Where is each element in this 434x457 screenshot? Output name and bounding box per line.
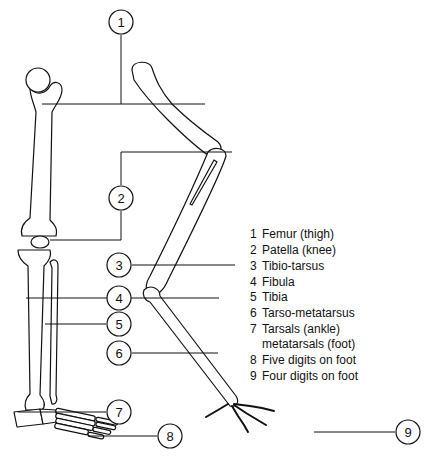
key-number: 3 bbox=[250, 259, 257, 274]
bird-fibula bbox=[190, 160, 217, 205]
bird-toe bbox=[206, 404, 228, 417]
leader-line bbox=[132, 353, 218, 354]
callout-circle: 2 bbox=[108, 185, 134, 211]
callout-circle: 9 bbox=[395, 419, 421, 445]
leader-line bbox=[314, 432, 395, 433]
callout-number: 5 bbox=[115, 318, 122, 331]
key-text: Tarso-metatarsus bbox=[262, 306, 355, 321]
human-fibula bbox=[50, 260, 58, 404]
key-text: Femur (thigh) bbox=[262, 227, 334, 242]
bird-tarsometatarsus bbox=[143, 287, 237, 406]
leader-line bbox=[132, 265, 235, 266]
key-text: Patella (knee) bbox=[262, 243, 336, 258]
bird-tibiotarsus bbox=[146, 149, 226, 296]
key-number: 9 bbox=[250, 369, 257, 384]
leader-line bbox=[121, 152, 232, 185]
callout-number: 7 bbox=[115, 406, 122, 419]
key-text: Tibio-tarsus bbox=[262, 259, 324, 274]
human-femur bbox=[21, 83, 62, 236]
callout-number: 8 bbox=[166, 430, 173, 443]
metatarsal bbox=[54, 423, 88, 435]
callout-circle: 1 bbox=[108, 9, 134, 35]
callout-number: 2 bbox=[117, 192, 124, 205]
key-text: Tarsals (ankle) metatarsals (foot) bbox=[262, 322, 374, 352]
leader-line bbox=[121, 35, 122, 104]
key-number: 8 bbox=[250, 353, 257, 368]
callout-number: 6 bbox=[115, 347, 122, 360]
human-tarsal bbox=[40, 409, 57, 424]
callout-circle: 6 bbox=[106, 340, 132, 366]
key-text: Five digits on foot bbox=[262, 353, 356, 368]
callout-number: 1 bbox=[117, 16, 124, 29]
callout-number: 4 bbox=[115, 292, 122, 305]
callout-circle: 4 bbox=[106, 285, 132, 311]
bird-toe bbox=[234, 405, 266, 425]
key-number: 2 bbox=[250, 243, 257, 258]
key-text: Tibia bbox=[262, 290, 288, 305]
leader-line bbox=[50, 211, 121, 240]
key-number: 4 bbox=[250, 275, 257, 290]
callout-number: 3 bbox=[115, 259, 122, 272]
bird-toe bbox=[232, 406, 248, 432]
leader-line bbox=[88, 436, 157, 437]
key-number: 6 bbox=[250, 306, 257, 321]
key-number: 5 bbox=[250, 290, 257, 305]
key-number: 7 bbox=[250, 322, 257, 337]
human-tibia bbox=[18, 250, 51, 410]
leader-line bbox=[42, 104, 205, 105]
key-text: Four digits on foot bbox=[262, 369, 358, 384]
femur-head bbox=[26, 68, 50, 92]
key-text: Fibula bbox=[262, 275, 295, 290]
leader-line bbox=[45, 324, 106, 325]
leader-line bbox=[18, 412, 106, 413]
callout-circle: 7 bbox=[106, 399, 132, 425]
callout-circle: 3 bbox=[106, 252, 132, 278]
callout-circle: 8 bbox=[157, 423, 183, 449]
human-patella bbox=[31, 236, 49, 248]
bird-femur bbox=[132, 62, 221, 158]
callout-circle: 5 bbox=[106, 311, 132, 337]
key-number: 1 bbox=[250, 227, 257, 242]
callout-number: 9 bbox=[404, 426, 411, 439]
